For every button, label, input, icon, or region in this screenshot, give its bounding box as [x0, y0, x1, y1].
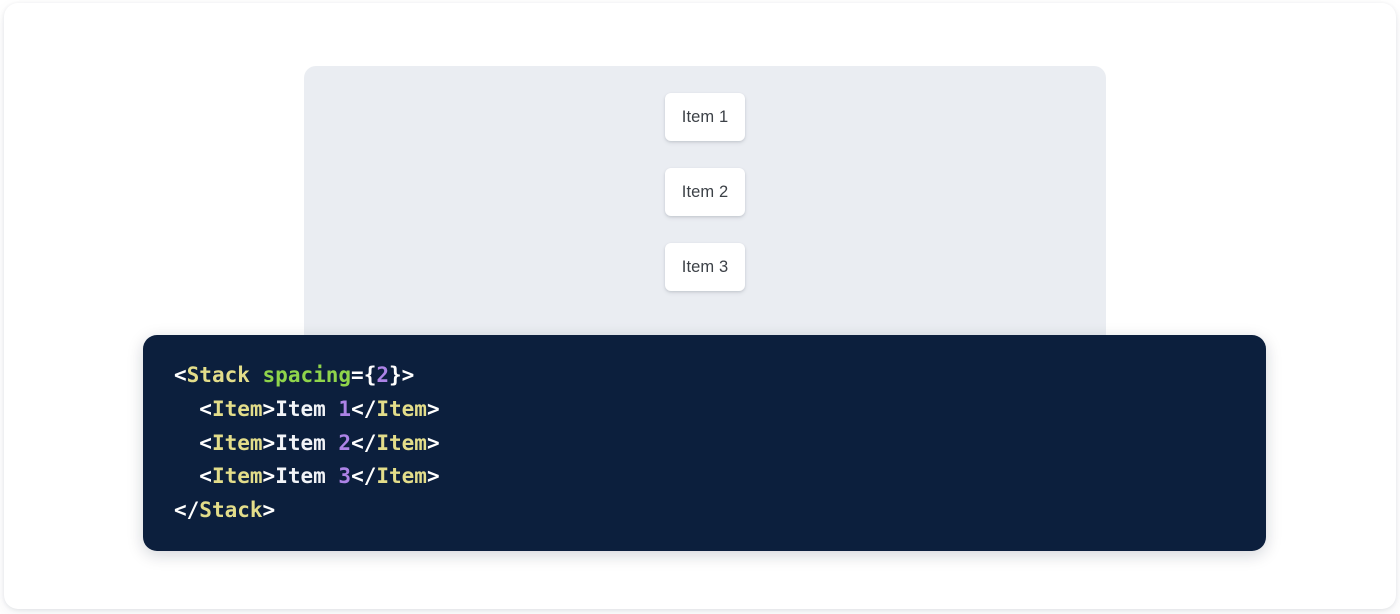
code-indent: [174, 397, 199, 421]
code-token-punc: >: [426, 464, 440, 489]
code-token-punc: >: [262, 464, 276, 489]
code-token-tag: Item: [211, 430, 263, 455]
code-token-tag: Item: [376, 464, 427, 489]
code-line: <Item>Item 2</Item>: [174, 427, 440, 461]
code-token-punc: <: [199, 464, 212, 489]
stack-item-label: Item 1: [681, 107, 729, 126]
stack-item-label: Item 2: [681, 182, 729, 201]
code-token-punc: <: [199, 430, 212, 455]
code-token-attr: spacing: [262, 363, 352, 387]
code-line: <Item>Item 1</Item>: [174, 393, 440, 427]
code-token-text: Item: [275, 464, 339, 489]
code-token-num: 2: [338, 430, 352, 455]
code-indent: [174, 464, 199, 488]
code-token-punc: >: [262, 430, 276, 455]
code-token-num: 1: [338, 396, 352, 421]
code-token-tag: Item: [211, 464, 263, 489]
code-token-tag: Item: [211, 396, 263, 421]
stack-item[interactable]: Item 3: [665, 243, 745, 291]
code-token-punc: >: [426, 396, 440, 421]
code-token-punc: [250, 363, 263, 387]
stack-item[interactable]: Item 1: [665, 93, 745, 141]
code-line: <Item>Item 3</Item>: [174, 460, 440, 494]
code-token-punc: >: [262, 498, 276, 523]
code-token-punc: </: [174, 498, 200, 523]
code-token-punc: >: [262, 396, 276, 421]
code-line: </Stack>: [174, 494, 440, 528]
stack-item-label: Item 3: [681, 257, 729, 276]
code-token-punc: }>: [389, 363, 415, 387]
component-preview-stage: Item 1 Item 2 Item 3: [304, 66, 1106, 336]
code-block[interactable]: <Stack spacing={2}> <Item>Item 1</Item> …: [143, 335, 1266, 551]
code-token-punc: ={: [351, 363, 377, 387]
code-token-tag: Stack: [186, 363, 250, 387]
code-token-text: Item: [275, 396, 339, 421]
code-token-punc: >: [426, 430, 440, 455]
code-token-num: 2: [376, 363, 389, 387]
code-indent: [174, 431, 199, 455]
code-token-text: Item: [275, 430, 339, 455]
code-token-tag: Item: [376, 430, 427, 455]
code-token-punc: <: [174, 363, 187, 387]
code-token-punc: <: [199, 396, 212, 421]
code-token-tag: Stack: [199, 498, 263, 523]
code-line: <Stack spacing={2}>: [174, 359, 440, 393]
code-token-tag: Item: [376, 396, 427, 421]
code-token-punc: </: [351, 396, 377, 421]
stack-container: Item 1 Item 2 Item 3: [304, 93, 1106, 291]
code-token-punc: </: [351, 464, 377, 489]
code-content[interactable]: <Stack spacing={2}> <Item>Item 1</Item> …: [174, 359, 440, 528]
stack-item[interactable]: Item 2: [665, 168, 745, 216]
code-token-num: 3: [338, 464, 352, 489]
code-token-punc: </: [351, 430, 377, 455]
